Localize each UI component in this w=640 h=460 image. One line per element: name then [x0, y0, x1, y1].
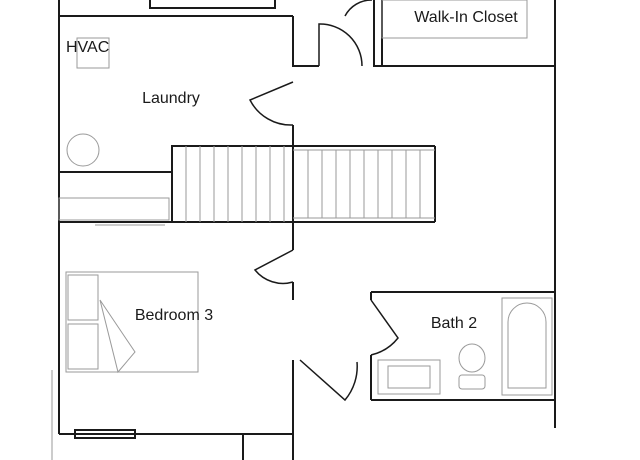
door-laundry — [248, 81, 294, 126]
toilet-tank — [458, 374, 486, 390]
room-label-laundry: Laundry — [142, 90, 200, 107]
toilet-bowl — [458, 343, 486, 373]
room-label-bedroom-3: Bedroom 3 — [135, 307, 213, 324]
door-closet — [318, 23, 363, 67]
washer-icon — [66, 133, 100, 167]
bathtub — [501, 297, 553, 396]
doors — [248, 0, 399, 402]
bed-blanket-fold — [99, 299, 136, 374]
vanity — [377, 359, 441, 395]
pillow — [67, 274, 99, 321]
window-bottom — [74, 429, 136, 439]
pillow — [67, 323, 99, 370]
bathtub-basin — [507, 302, 547, 389]
room-label-bath-2: Bath 2 — [431, 315, 477, 332]
room-labels: Walk-In Closet HVAC Laundry Bedroom 3 Ba… — [66, 9, 518, 332]
sink-basin — [387, 365, 431, 389]
wall-closet-left — [373, 0, 555, 67]
wall-laundry-right-lower — [59, 125, 294, 223]
walls — [58, 0, 556, 460]
door-bedroom — [253, 249, 294, 285]
hvac-unit — [76, 37, 110, 69]
door-bath — [370, 299, 399, 356]
door-hall — [299, 359, 358, 402]
fixtures — [51, 0, 553, 460]
closet-shelf — [381, 0, 528, 39]
room-label-walk-in-closet: Walk-In Closet — [414, 9, 518, 26]
room-label-hvac: HVAC — [66, 39, 109, 56]
stairs — [185, 146, 435, 222]
bed — [65, 271, 199, 373]
laundry-shelf — [58, 197, 170, 221]
window-top-left — [149, 0, 276, 9]
wall-laundry-right-upper — [292, 16, 319, 67]
door-closet-upper — [344, 0, 373, 17]
